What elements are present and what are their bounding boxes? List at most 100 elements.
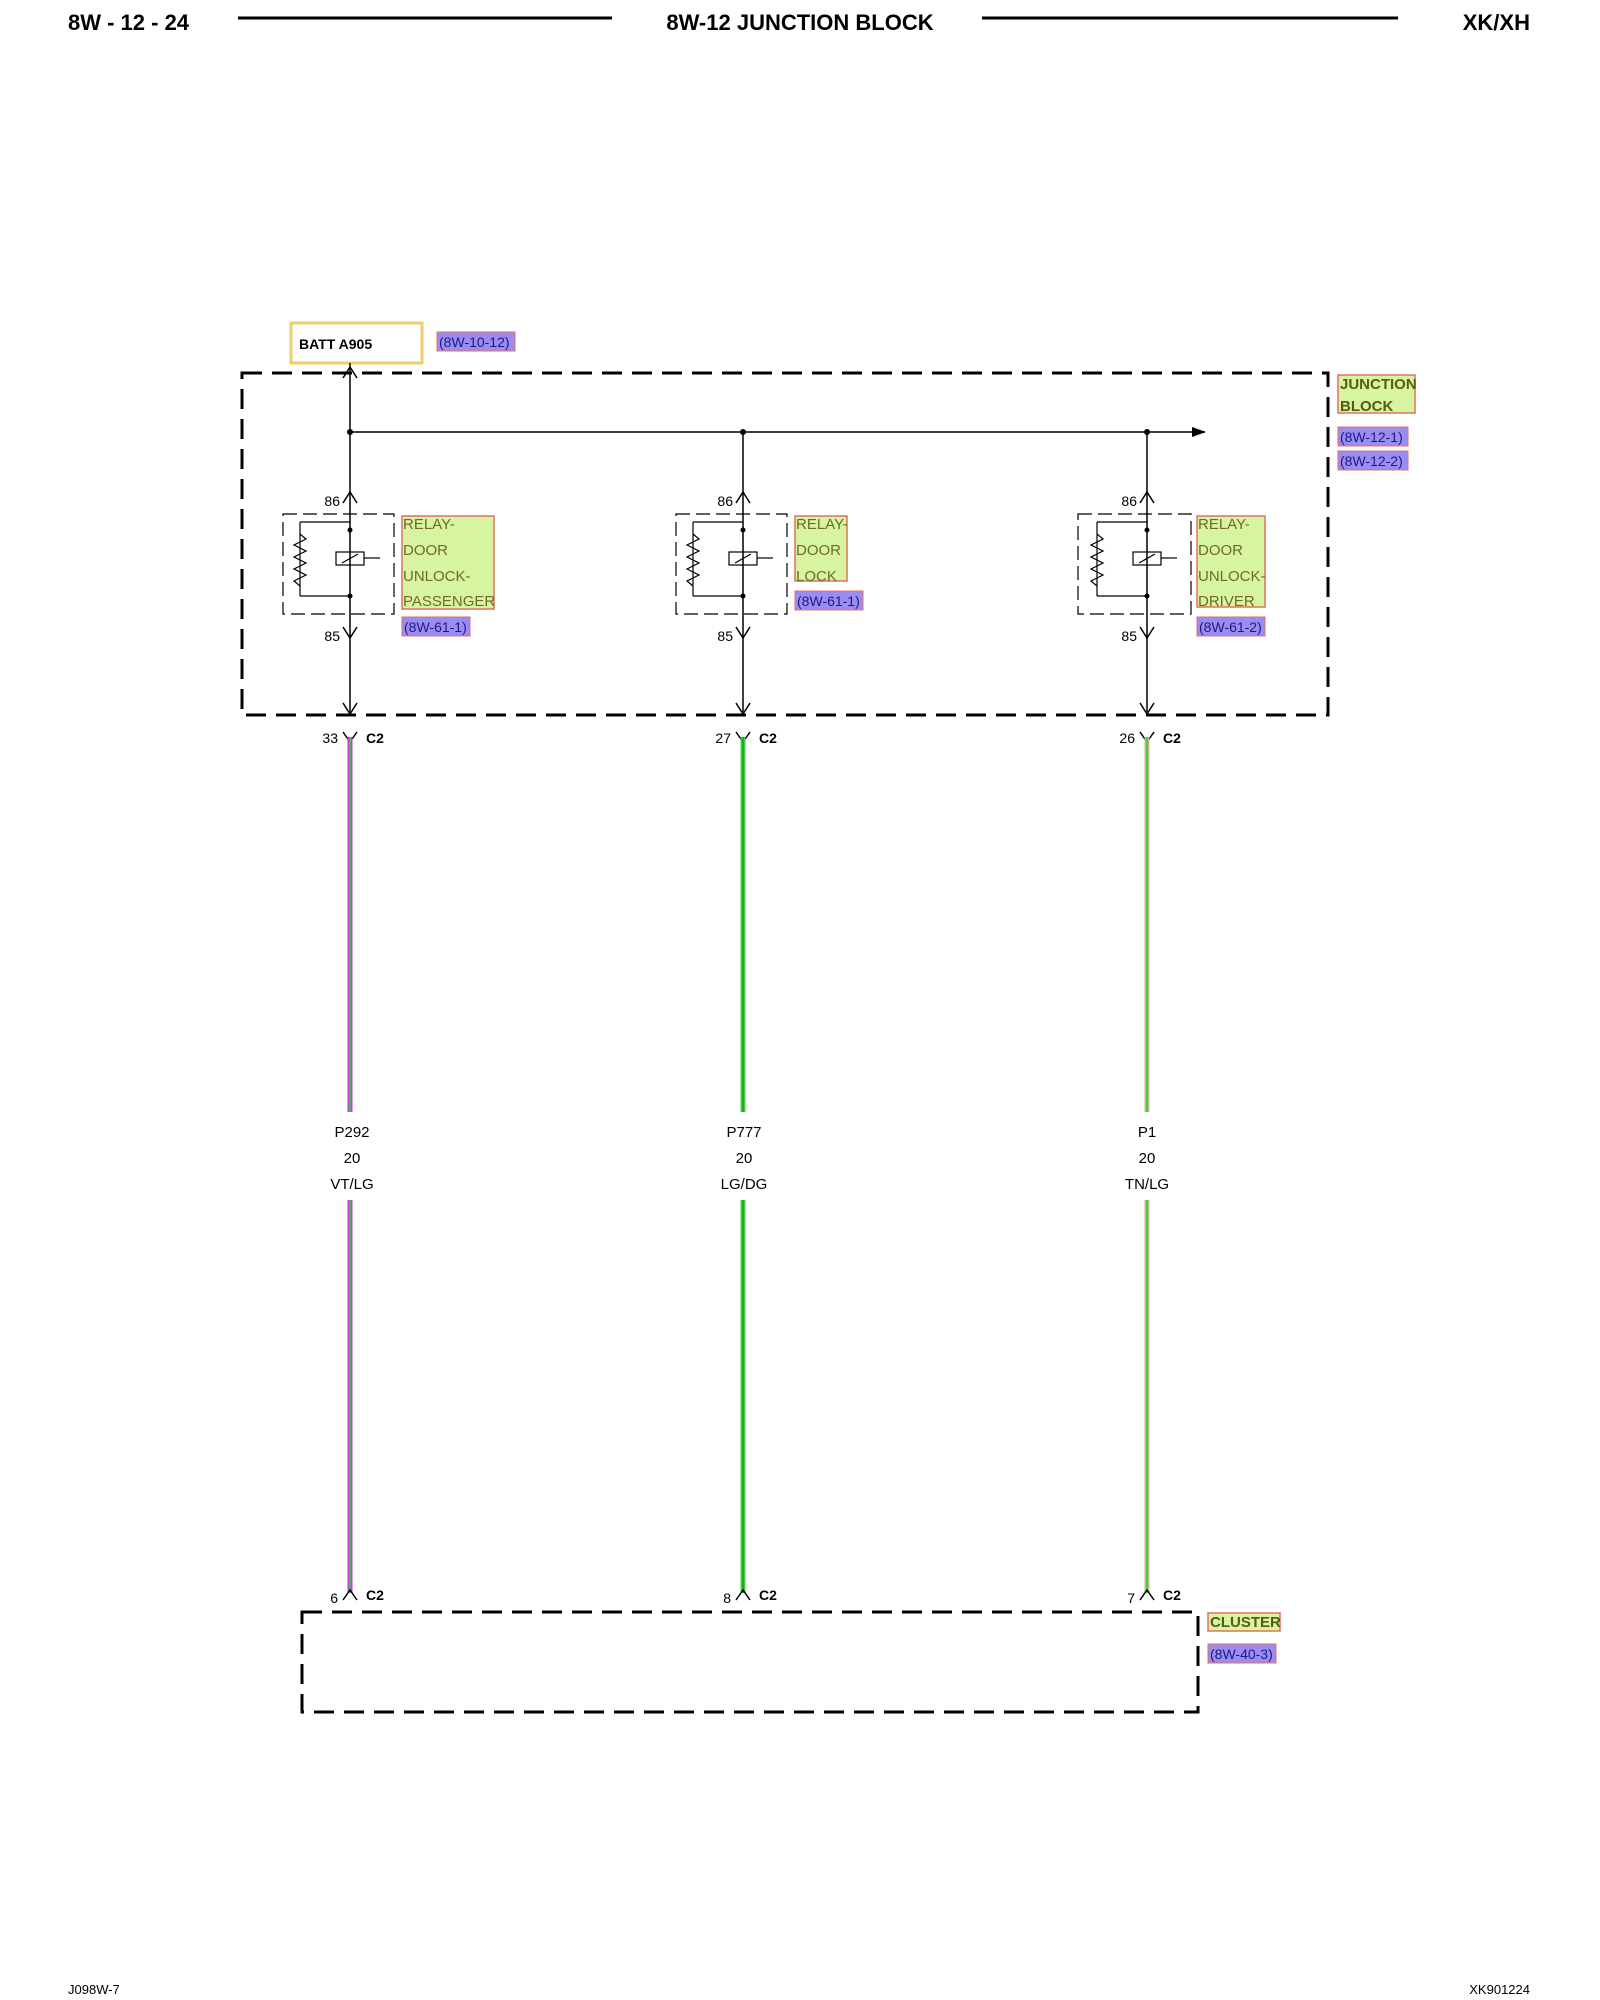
model-code: XK/XH xyxy=(1463,10,1530,35)
relay-node-top xyxy=(347,527,353,533)
c2-connector-label-1: C2 xyxy=(366,730,384,746)
relay-lock-label-highlight xyxy=(794,515,848,582)
jb-exit-arrow-icon xyxy=(1139,702,1155,716)
cluster-cavity-8: 8 xyxy=(723,1590,731,1606)
junction-block-label-highlight xyxy=(1337,374,1416,414)
relay-lock-pin-in: 86 xyxy=(717,493,733,509)
relay-driver-ref-highlight xyxy=(1196,616,1266,637)
cluster-connector-label-3: C2 xyxy=(1163,1587,1181,1603)
resistor-icon xyxy=(685,533,701,587)
relay-driver-pin-out: 85 xyxy=(1121,628,1137,644)
relay-passenger-ref-link[interactable]: (8W-61-1) xyxy=(404,619,467,635)
relay-node-bottom xyxy=(347,593,353,599)
relay-driver-pin-in: 86 xyxy=(1121,493,1137,509)
relay-housing xyxy=(1077,513,1192,615)
wire-p777-gauge: 20 xyxy=(736,1150,753,1167)
cluster-c2-connector-icon-1 xyxy=(342,1588,358,1601)
c2-connector-label-2: C2 xyxy=(759,730,777,746)
jb-exit-arrow-icon xyxy=(342,702,358,716)
relay-passenger-name-line3[interactable]: UNLOCK- xyxy=(403,568,471,585)
batt-ref-link[interactable]: (8W-10-12) xyxy=(439,334,510,350)
relay-passenger-pin-in: 86 xyxy=(324,493,340,509)
relay-passenger-name-line1[interactable]: RELAY- xyxy=(403,516,455,533)
wire-p777-color: LG/DG xyxy=(721,1176,768,1193)
batt-ref-highlight xyxy=(436,331,516,352)
cluster-c2-connector-icon-3 xyxy=(1139,1588,1155,1601)
cluster-ref-highlight xyxy=(1207,1643,1277,1664)
resistor-icon xyxy=(292,533,308,587)
relay-coil-slash xyxy=(341,553,359,564)
wire-p292-color: VT/LG xyxy=(330,1176,373,1193)
relay-housing xyxy=(282,513,395,615)
junction-block-name-line2[interactable]: BLOCK xyxy=(1340,398,1393,415)
cluster-label-highlight xyxy=(1207,1612,1281,1632)
jb-exit-arrow-icon xyxy=(735,702,751,716)
relay-passenger-pin-out: 85 xyxy=(324,628,340,644)
relay-lock-name-line2[interactable]: DOOR xyxy=(796,542,841,559)
relay-node-top xyxy=(1144,527,1150,533)
relay-node-bottom xyxy=(740,593,746,599)
batt-source-box[interactable] xyxy=(289,321,424,365)
wire-p1-circuit: P1 xyxy=(1138,1124,1156,1141)
c2-cavity-27: 27 xyxy=(715,730,731,746)
c2-cavity-33: 33 xyxy=(322,730,338,746)
relay-passenger-ref-highlight xyxy=(401,616,471,637)
junction-ref1-link[interactable]: (8W-12-1) xyxy=(1340,429,1403,445)
wire-p292-gauge: 20 xyxy=(344,1150,361,1167)
resistor-icon xyxy=(1089,533,1105,587)
c2-connector-label-3: C2 xyxy=(1163,730,1181,746)
relay-driver-name-line1[interactable]: RELAY- xyxy=(1198,516,1250,533)
footer-left-code: J098W-7 xyxy=(68,1982,120,1997)
pin-in-connector-icon xyxy=(1139,490,1155,504)
relay-lock-ref-highlight xyxy=(794,590,864,611)
cluster-c2-connector-icon-2 xyxy=(735,1588,751,1601)
relay-node-bottom xyxy=(1144,593,1150,599)
pin-out-connector-icon xyxy=(342,626,358,640)
wire-p1-gauge: 20 xyxy=(1139,1150,1156,1167)
relay-lock[interactable] xyxy=(675,432,788,744)
relay-driver-name-line2[interactable]: DOOR xyxy=(1198,542,1243,559)
relay-lock-pin-out: 85 xyxy=(717,628,733,644)
page-ref: 8W - 12 - 24 xyxy=(68,10,190,35)
cluster-outline xyxy=(300,1610,1200,1714)
page-title: 8W-12 JUNCTION BLOCK xyxy=(666,10,933,35)
footer-right-code: XK901224 xyxy=(1469,1982,1530,1997)
relay-housing xyxy=(675,513,788,615)
cluster-cavity-7: 7 xyxy=(1127,1590,1135,1606)
wire-p777-circuit: P777 xyxy=(726,1124,761,1141)
cluster-ref-link[interactable]: (8W-40-3) xyxy=(1210,1646,1273,1662)
junction-block-name-line1[interactable]: JUNCTION xyxy=(1340,376,1417,393)
relay-coil-slash xyxy=(1138,553,1156,564)
wire-p1-color: TN/LG xyxy=(1125,1176,1169,1193)
cluster-name[interactable]: CLUSTER xyxy=(1210,1614,1281,1631)
relay-driver-label-highlight xyxy=(1196,515,1266,608)
relay-lock-name-line1[interactable]: RELAY- xyxy=(796,516,848,533)
relay-passenger[interactable] xyxy=(282,432,395,744)
pin-out-connector-icon xyxy=(735,626,751,640)
junction-block-outline xyxy=(240,371,1330,717)
relay-lock-ref-link[interactable]: (8W-61-1) xyxy=(797,593,860,609)
batt-feed-connector-icon xyxy=(342,365,358,379)
cluster-connector-label-1: C2 xyxy=(366,1587,384,1603)
pin-in-connector-icon xyxy=(342,490,358,504)
relay-driver-name-line4[interactable]: DRIVER xyxy=(1198,593,1255,610)
relay-driver-name-line3[interactable]: UNLOCK- xyxy=(1198,568,1266,585)
relay-passenger-name-line2[interactable]: DOOR xyxy=(403,542,448,559)
relay-passenger-label-highlight xyxy=(401,515,495,610)
relay-passenger-name-line4[interactable]: PASSENGER xyxy=(403,593,495,610)
c2-cavity-26: 26 xyxy=(1119,730,1135,746)
pin-in-connector-icon xyxy=(735,490,751,504)
relay-coil-slash xyxy=(734,553,752,564)
junction-ref2-highlight xyxy=(1337,450,1409,471)
relay-driver-ref-link[interactable]: (8W-61-2) xyxy=(1199,619,1262,635)
pin-out-connector-icon xyxy=(1139,626,1155,640)
junction-ref1-highlight xyxy=(1337,426,1409,447)
junction-ref2-link[interactable]: (8W-12-2) xyxy=(1340,453,1403,469)
cluster-connector-label-2: C2 xyxy=(759,1587,777,1603)
batt-source-label: BATT A905 xyxy=(299,336,372,352)
relay-driver[interactable] xyxy=(1077,432,1192,744)
cluster-cavity-6: 6 xyxy=(330,1590,338,1606)
relay-node-top xyxy=(740,527,746,533)
relay-lock-name-line3[interactable]: LOCK xyxy=(796,568,837,585)
